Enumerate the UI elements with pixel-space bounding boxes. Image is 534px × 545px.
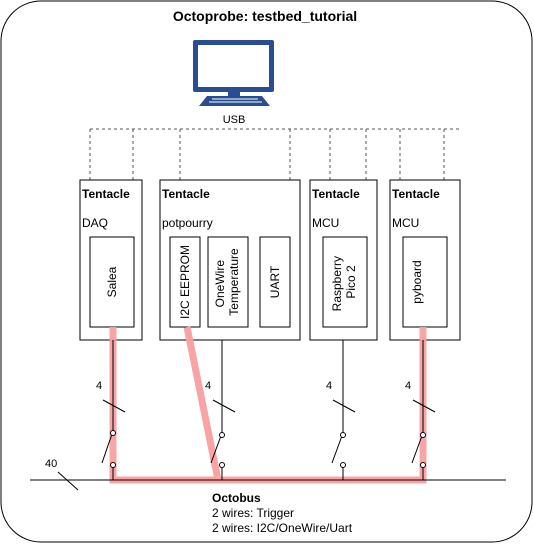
tentacle-heading: Tentacle — [312, 187, 360, 201]
pico-line-1: Raspberry — [330, 256, 344, 311]
onewire-line-1: OneWire — [213, 260, 227, 308]
onewire-line-2: Temperature — [227, 248, 241, 316]
tentacle-role: potpourry — [162, 216, 213, 230]
device-label-pyboard: pyboard — [410, 260, 424, 303]
usb-label: USB — [223, 114, 246, 126]
octobus-line-trigger: 2 wires: Trigger — [212, 506, 294, 520]
octobus-line-i2c: 2 wires: I2C/OneWire/Uart — [212, 521, 353, 535]
device-label-pico: Raspberry Pico 2 — [330, 253, 358, 312]
octobus-wire-tick — [57, 471, 79, 491]
tentacle-role: MCU — [392, 216, 419, 230]
tentacle-heading: Tentacle — [82, 187, 130, 201]
device-label-onewire: OneWire Temperature — [213, 248, 241, 316]
wire-count-4: 4 — [405, 380, 411, 392]
device-box — [169, 236, 201, 328]
usb-connections — [89, 128, 460, 180]
device-label-i2c-eeprom: I2C EEPROM — [178, 245, 192, 319]
pico-line-2: Pico 2 — [344, 265, 358, 299]
tentacle-mcu-pico: Tentacle MCU Raspberry Pico 2 — [309, 179, 378, 341]
wire-count-3: 4 — [326, 380, 332, 392]
tentacle-potpourry: Tentacle potpourry I2C EEPROM OneWire Te… — [159, 179, 301, 341]
tentacle-role: MCU — [312, 216, 339, 230]
computer-icon — [193, 40, 274, 106]
tentacle-heading: Tentacle — [392, 187, 440, 201]
tentacle-mcu-pyboard: Tentacle MCU pyboard — [389, 179, 461, 341]
tentacle-role: DAQ — [82, 216, 108, 230]
diagram-title: Octoprobe: testbed_tutorial — [173, 8, 357, 24]
switch-contacts — [110, 430, 426, 468]
device-box — [207, 236, 249, 328]
device-label-salea: Salea — [105, 266, 119, 297]
device-box — [259, 236, 291, 328]
tentacle-heading: Tentacle — [162, 187, 210, 201]
device-label-uart: UART — [268, 265, 282, 298]
wire-count-1: 4 — [96, 380, 102, 392]
octobus-title: Octobus — [212, 491, 261, 505]
wire-count-2: 4 — [205, 380, 211, 392]
octobus-wire-count: 40 — [45, 458, 57, 470]
tentacle-daq: Tentacle DAQ Salea — [79, 179, 143, 341]
device-box — [322, 236, 368, 328]
